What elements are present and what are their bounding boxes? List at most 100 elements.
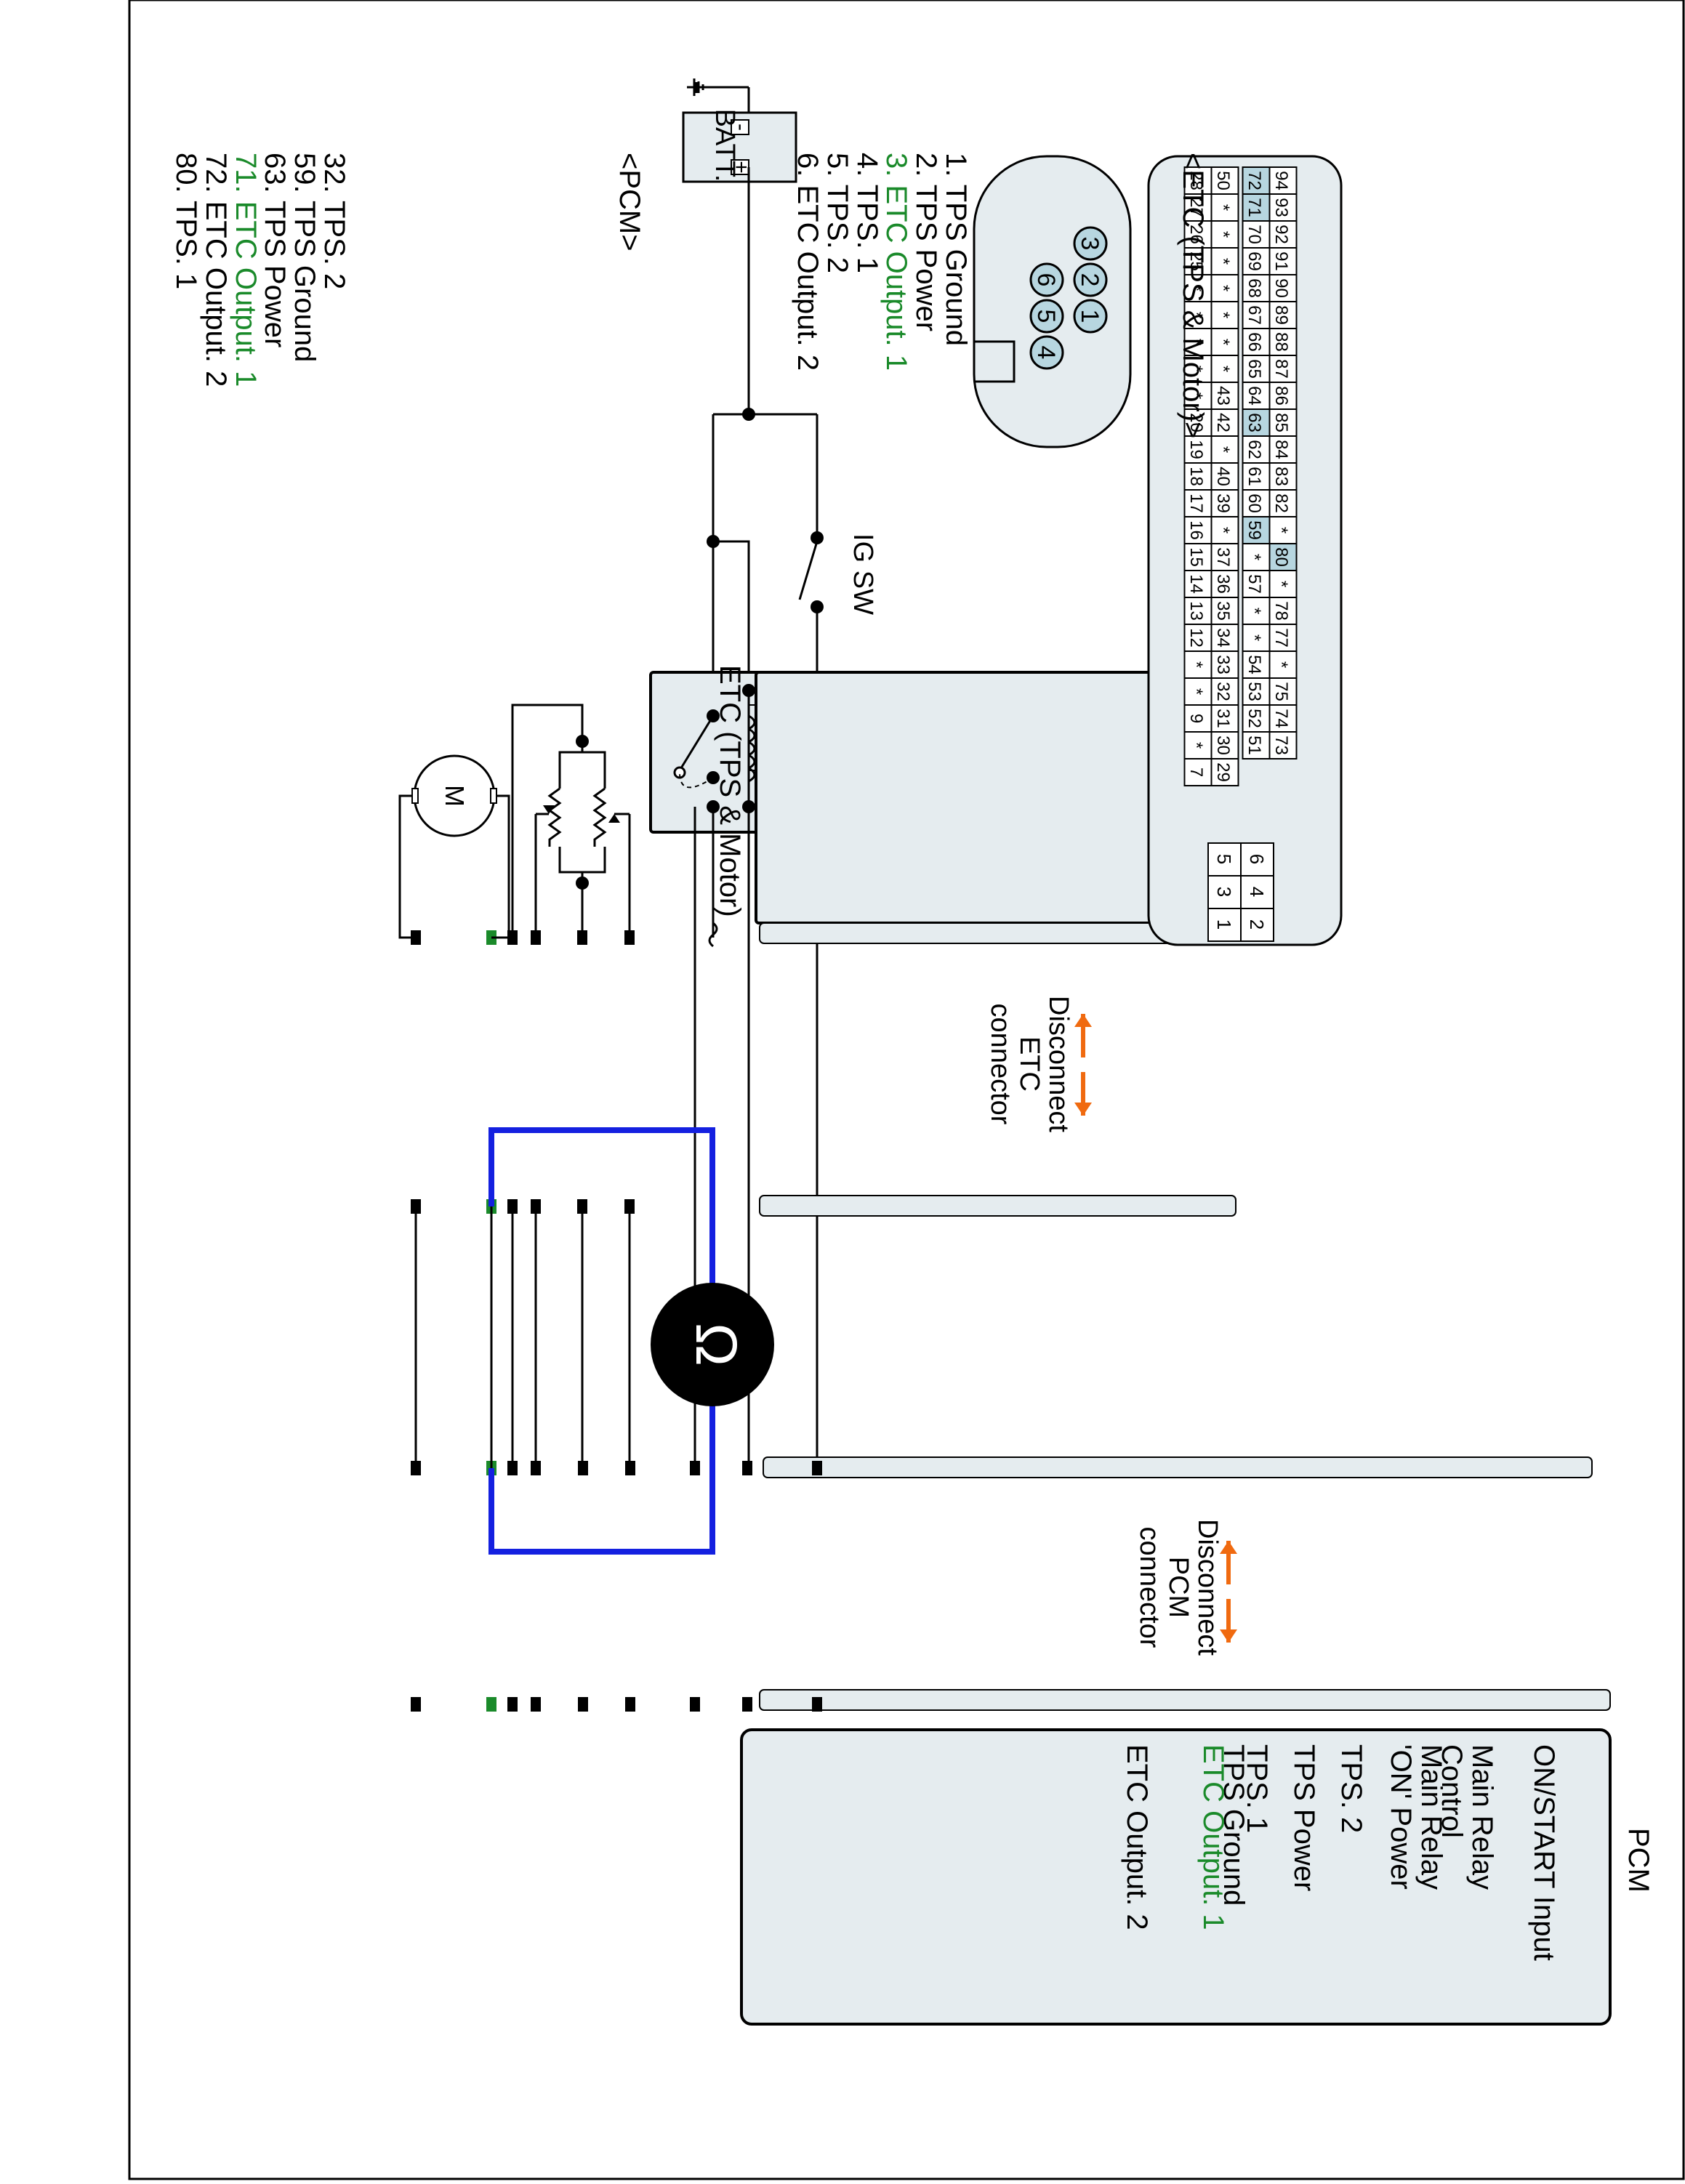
etc-face-pin-number: 2 <box>1076 273 1103 287</box>
pcm-connector-strip <box>759 1689 1611 1711</box>
pcm-grid-pin-number: * <box>1244 634 1264 641</box>
pcm-grid-pin-number: * <box>1186 366 1206 372</box>
pcm-grid-pin-number: * <box>1244 608 1264 614</box>
pcm-pin <box>625 1697 635 1712</box>
pcm-pin-label-line: Main Relay <box>1415 1744 1447 1890</box>
pcm-grid-pin-number: * <box>1271 661 1291 668</box>
pcm-grid-pin-number: * <box>1213 446 1233 453</box>
disconnect-pcm-line: connector <box>1134 1526 1165 1648</box>
pcm-grid-pin-number: 13 <box>1186 601 1206 621</box>
etc-legend-item: 3. ETC Output. 1 <box>880 153 913 371</box>
pcm-module <box>740 1728 1612 2026</box>
pcm-grid-pin-number: 87 <box>1271 359 1291 379</box>
disconnect-pcm-label: Disconnect PCM connector <box>1134 1519 1223 1656</box>
pcm-grid-pin-number: 77 <box>1271 628 1291 648</box>
pcm-pin <box>531 1697 541 1712</box>
etc-internal-tps-ground <box>511 704 584 938</box>
pcm-grid-pin-number: 92 <box>1271 225 1291 244</box>
tps-resistor <box>547 787 562 847</box>
pcm-grid-pin-number: 28 <box>1186 171 1206 190</box>
battery-minus-label: - <box>729 124 753 131</box>
pcm-small-grid-number: 3 <box>1213 887 1235 897</box>
etc-component-label: ETC (TPS & Motor) <box>714 665 746 917</box>
pcm-box <box>740 1728 1612 2026</box>
pcm-legend-item: 59. TPS Ground <box>289 153 321 363</box>
pcm-grid-pin-number: 86 <box>1271 386 1291 406</box>
disconnect-pcm-line: Disconnect <box>1192 1519 1223 1656</box>
pcm-grid-pin-number: 57 <box>1244 574 1264 594</box>
pcm-grid-pin-number: 33 <box>1213 655 1233 674</box>
pcm-grid-pin-number: 50 <box>1213 171 1233 190</box>
pcm-legend-title: <PCM> <box>614 153 646 251</box>
pcm-pin-label-tps-power: TPS Power <box>1288 1744 1320 1892</box>
etc-motor-lead-1 <box>491 794 510 939</box>
pcm-pin-label-on-start: ON/START Input <box>1528 1744 1560 1961</box>
pcm-grid-pin-number: 34 <box>1213 628 1233 648</box>
pcm-harness-pin <box>742 1461 752 1475</box>
battery-label: BATT. <box>709 109 740 182</box>
pcm-legend-item: 80. TPS. 1 <box>170 153 203 290</box>
etc-legend-item: 4. TPS. 1 <box>850 153 883 274</box>
battery-negative-terminal <box>731 119 749 135</box>
power-bus: IG SW <box>707 167 878 1468</box>
disconnect-pcm-arrowhead <box>1220 1541 1237 1554</box>
pcm-grid-pin-number: 43 <box>1213 386 1233 406</box>
pcm-pin-label-etc-output-1: ETC Output. 1 <box>1197 1744 1229 1930</box>
pcm-grid-pin-number: 14 <box>1186 574 1206 594</box>
etc-face-pin <box>1029 262 1064 297</box>
disconnect-pcm-arrowhead <box>1220 1629 1237 1643</box>
pcm-grid-pin-number: 52 <box>1244 709 1264 728</box>
tps-track-lead <box>558 847 584 883</box>
pcm-pin-label-etc-output-2: ETC Output. 2 <box>1121 1744 1153 1930</box>
battery-section: BATT.- + <box>682 78 797 183</box>
pcm-pin <box>690 1697 700 1712</box>
tps1-wiper-arrow <box>543 805 555 814</box>
pcm-grid-pin-number: 26 <box>1186 225 1206 244</box>
pcm-grid-cell <box>1183 758 1213 786</box>
ig-switch-contact <box>811 531 824 544</box>
pcm-grid-pin-number: * <box>1186 742 1206 749</box>
pcm-pin-label-line: 'ON' Power <box>1385 1744 1417 1890</box>
pcm-grid-pin-number: * <box>1186 285 1206 291</box>
etc-legend-item: 2. TPS Power <box>910 153 943 332</box>
etc-motor-lead-2 <box>398 794 416 939</box>
feed-junction <box>742 408 755 421</box>
pcm-grid-pin-number: 32 <box>1213 682 1233 701</box>
pcm-grid-pin-number: * <box>1244 554 1264 560</box>
pcm-grid-pin-number: 68 <box>1244 278 1264 298</box>
pcm-grid-pin-number: 66 <box>1244 332 1264 352</box>
etc-component: M <box>398 671 1241 945</box>
pcm-grid-pin-number: 61 <box>1244 467 1264 486</box>
battery-plus-label: + <box>729 161 753 174</box>
pcm-legend-item: 32. TPS. 2 <box>318 153 350 290</box>
pcm-harness-connector <box>763 1456 1593 1478</box>
etc-face-pin-number: 3 <box>1076 237 1103 251</box>
pcm-pin <box>578 1697 588 1712</box>
connectors <box>411 1195 1611 1712</box>
ig-switch-blade <box>798 541 819 600</box>
motor-brush <box>411 788 419 804</box>
pcm-grid-pin-number: 91 <box>1271 251 1291 271</box>
pcm-small-grid-number: 5 <box>1213 854 1235 864</box>
pcm-pin <box>411 1697 421 1712</box>
pcm-grid-pin-number: * <box>1186 688 1206 695</box>
page-border <box>128 0 1685 2180</box>
pcm-grid-pin-number: 89 <box>1271 305 1291 325</box>
pcm-grid-pin-number: * <box>1213 258 1233 265</box>
ground-symbol <box>687 78 704 96</box>
pcm-grid-pin-number: * <box>1213 527 1233 533</box>
pcm-small-grid-number: 4 <box>1246 887 1268 897</box>
pcm-small-grid-number: 1 <box>1213 919 1235 930</box>
etc-face-pin <box>1073 262 1108 297</box>
pcm-grid-pin-number: 65 <box>1244 359 1264 379</box>
pcm-pin-label-tps2: TPS. 2 <box>1335 1744 1367 1834</box>
pcm-grid-pin-number: 29 <box>1213 762 1233 782</box>
pcm-grid-pin-number: 93 <box>1271 198 1291 217</box>
motor-label: M <box>440 785 470 807</box>
pcm-grid-pin-number: 51 <box>1244 736 1264 755</box>
pcm-legend-item: 71. ETC Output. 1 <box>229 153 262 387</box>
pcm-grid-pin-number: 75 <box>1271 682 1291 701</box>
pcm-small-grid-number: 6 <box>1246 854 1268 864</box>
pcm-grid-pin-number: 73 <box>1271 736 1291 755</box>
ohm-icon: Ω <box>684 1323 749 1366</box>
